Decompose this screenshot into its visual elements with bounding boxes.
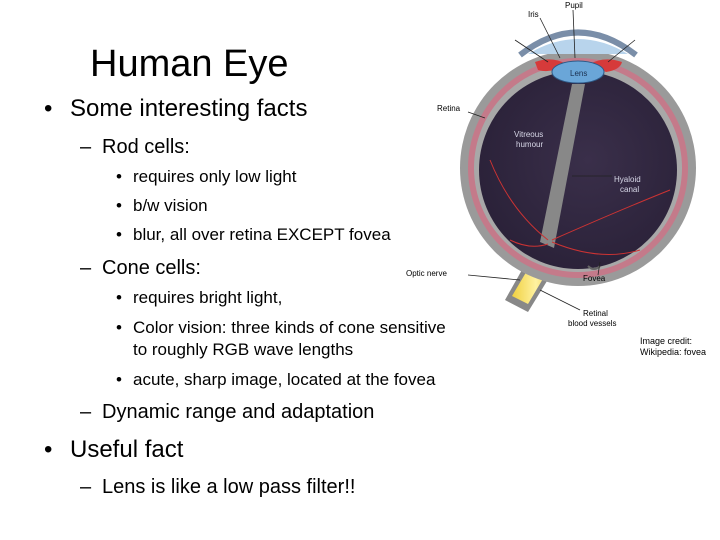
bullet-rod-cells: Rod cells: [102, 136, 190, 158]
blood-vessel [509, 239, 549, 247]
iris-right [590, 59, 622, 72]
dash-marker: – [80, 476, 92, 498]
bullet-rod-low-light: requires only low light [133, 167, 297, 186]
bullet-marker: • [116, 288, 122, 307]
label-retinal-2: blood vessels [568, 319, 616, 328]
bullet-dynamic-range: Dynamic range and adaptation [102, 401, 375, 423]
label-lens: Lens [570, 69, 587, 78]
bullet-useful-fact: Useful fact [70, 436, 184, 463]
label-iris: Iris [528, 10, 539, 19]
bullet-cone-cells: Cone cells: [102, 257, 201, 279]
dash-marker: – [80, 257, 92, 279]
label-vitreous-2: humour [516, 140, 543, 149]
slide-title: Human Eye [90, 43, 289, 85]
label-optic-nerve: Optic nerve [406, 269, 447, 278]
bullet-some-facts: Some interesting facts [70, 95, 308, 122]
blood-vessel [489, 159, 549, 241]
bullet-marker: • [116, 225, 122, 244]
label-hyaloid-2: canal [620, 185, 639, 194]
credit-line-2: Wikipedia: fovea [640, 347, 707, 357]
bullet-marker: • [116, 167, 122, 186]
label-retinal-1: Retinal [583, 309, 608, 318]
bullet-marker: • [116, 196, 122, 215]
bullet-lens-filter: Lens is like a low pass filter!! [102, 476, 356, 498]
label-hyaloid-1: Hyaloid [614, 175, 641, 184]
hyaloid-canal [540, 84, 585, 248]
label-pupil: Pupil [565, 1, 583, 10]
lens [551, 60, 605, 84]
bullet-cone-acute: acute, sharp image, located at the fovea [133, 370, 436, 389]
label-fovea: Fovea [583, 274, 606, 283]
bullet-cone-color-2: to roughly RGB wave lengths [133, 340, 354, 359]
bullet-marker: • [44, 95, 53, 122]
bullet-cone-color-1: Color vision: three kinds of cone sensit… [133, 318, 446, 337]
bullet-cone-bright: requires bright light, [133, 288, 283, 307]
image-credit: Image credit: Wikipedia: fovea [640, 336, 706, 358]
eye-diagram: Pupil Iris Lens Retina Vitreous humour H… [406, 1, 696, 328]
bullet-rod-bw: b/w vision [133, 196, 208, 215]
label-retina: Retina [437, 104, 461, 113]
blood-vessel [551, 241, 641, 255]
bullet-marker: • [116, 370, 122, 389]
dash-marker: – [80, 136, 92, 158]
blood-vessel [551, 189, 671, 241]
vitreous-humour [479, 71, 677, 269]
label-vitreous-1: Vitreous [514, 130, 543, 139]
credit-line-1: Image credit: [640, 336, 693, 346]
cornea [518, 29, 638, 58]
dash-marker: – [80, 401, 92, 423]
bullet-marker: • [116, 318, 122, 337]
bullet-rod-blur: blur, all over retina EXCEPT fovea [133, 225, 391, 244]
aqueous [528, 39, 628, 54]
bullet-marker: • [44, 436, 53, 463]
